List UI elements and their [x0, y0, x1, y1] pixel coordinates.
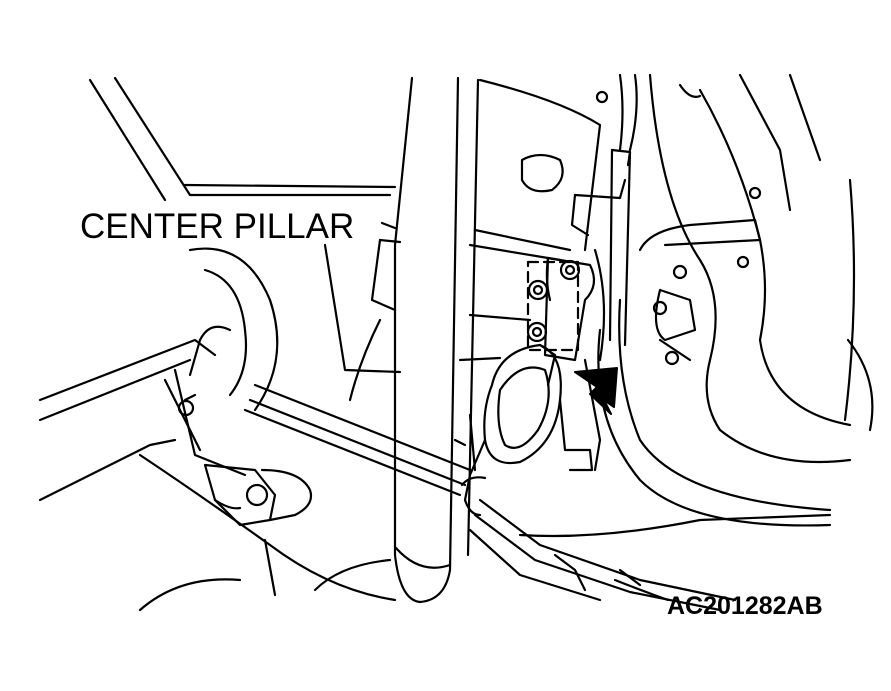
callout-leader	[380, 221, 397, 230]
rear-seat-back	[88, 76, 402, 412]
arrow-icon	[574, 367, 618, 415]
pillar-trim	[370, 76, 460, 604]
seat-latch	[203, 463, 313, 527]
figure-leader	[613, 578, 670, 602]
bolt-lower	[526, 321, 548, 343]
lower-sill	[468, 498, 832, 612]
retractor-spool	[460, 343, 594, 517]
door-frame	[597, 73, 874, 527]
figure-code: AC201282AB	[667, 592, 823, 620]
dashed-outline	[526, 260, 580, 352]
seat-cushion	[38, 325, 472, 502]
bolt-middle	[527, 279, 549, 301]
center-pillar-body	[453, 78, 609, 557]
door-bolt-lower	[664, 350, 680, 366]
door-bolt-upper	[672, 264, 688, 280]
callout-label: CENTER PILLAR	[80, 207, 354, 246]
bolt-upper	[559, 259, 581, 281]
belt-guide	[570, 73, 638, 472]
floor	[138, 453, 397, 612]
door-bolt-middle	[652, 300, 668, 316]
